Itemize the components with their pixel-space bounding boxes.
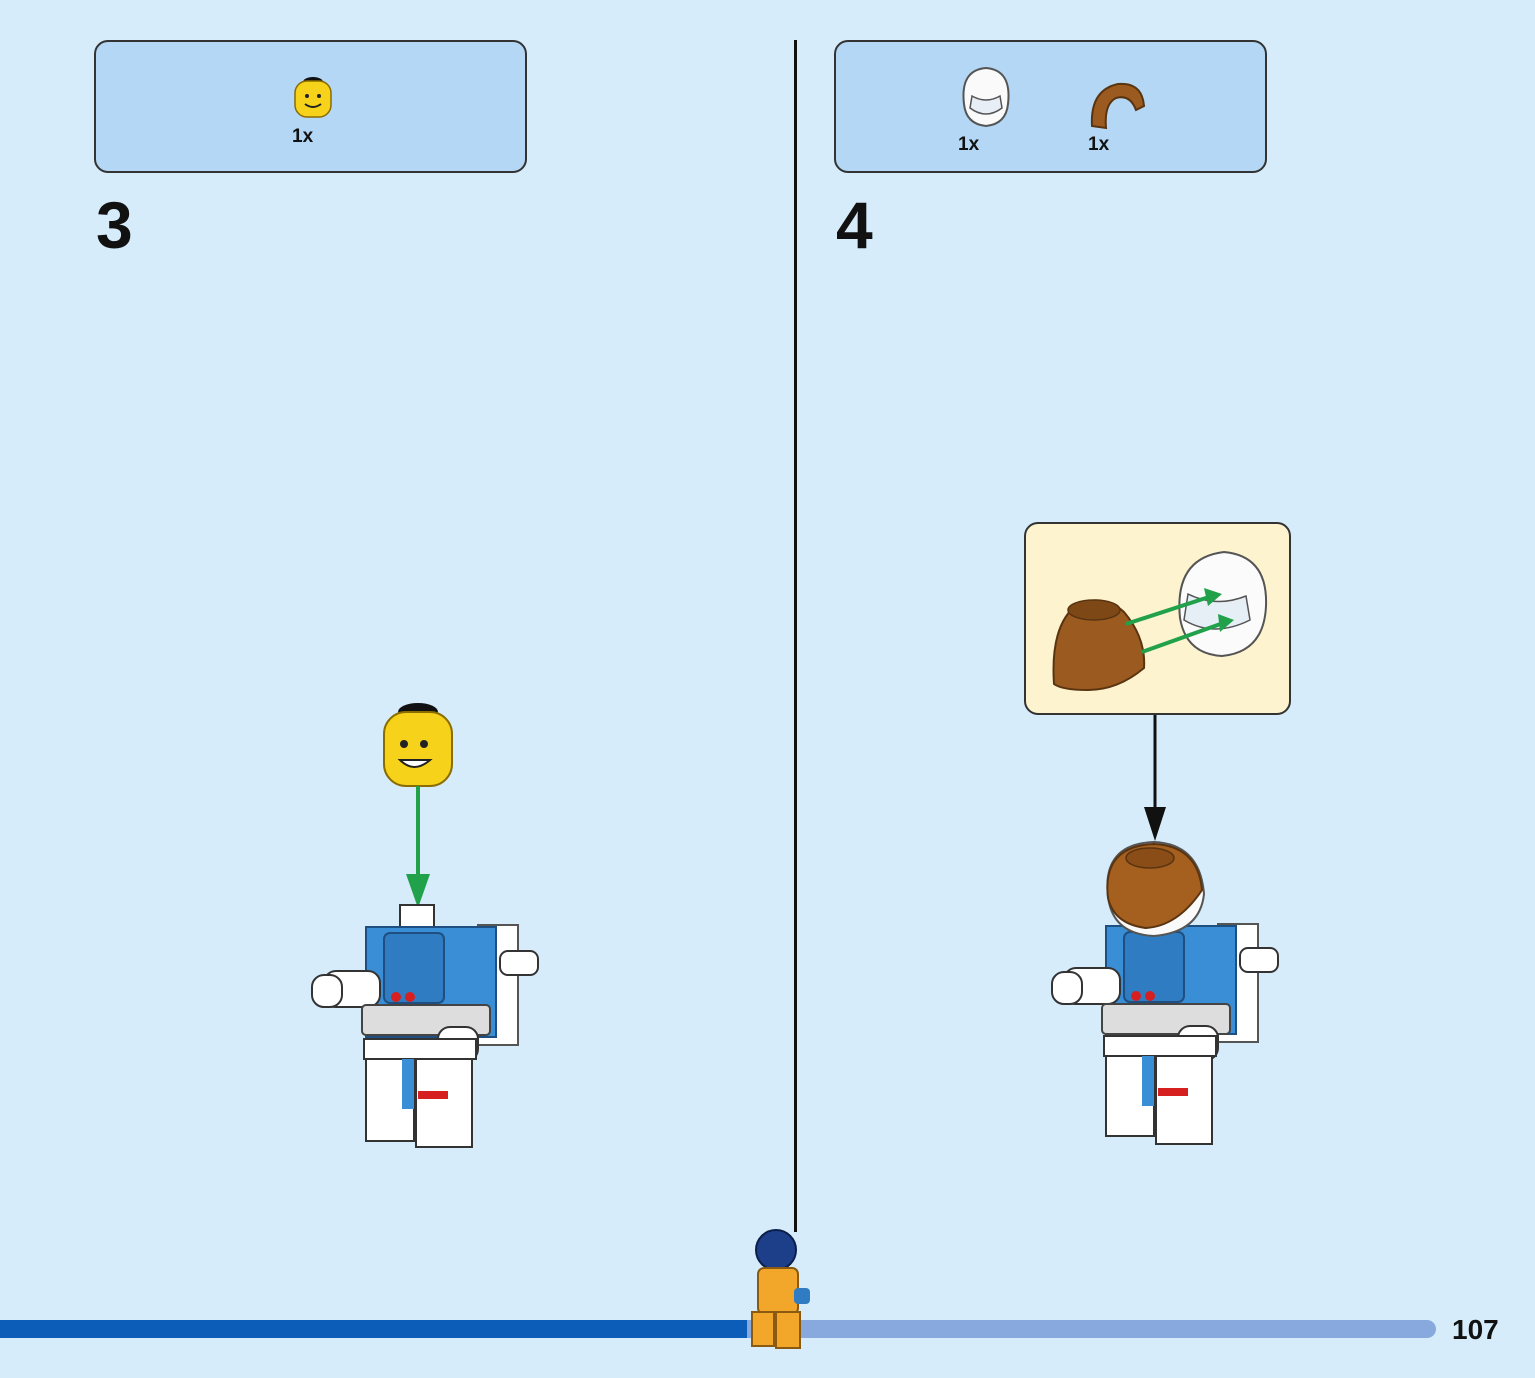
astronaut-torso-figure bbox=[311, 904, 539, 1148]
page-progress-fill bbox=[0, 1320, 747, 1338]
step-number: 4 bbox=[836, 188, 873, 262]
step-divider bbox=[794, 40, 797, 1232]
part-qty: 1x bbox=[958, 134, 980, 155]
sub-assembly-callout bbox=[1024, 522, 1291, 715]
minifig-head-assembly bbox=[383, 703, 453, 787]
part-qty: 1x bbox=[1088, 134, 1110, 155]
hair-piece-icon bbox=[1090, 82, 1146, 130]
part-qty: 1x bbox=[292, 126, 314, 147]
space-helmet-icon bbox=[962, 66, 1010, 128]
step-number: 3 bbox=[96, 188, 133, 262]
page-progress-bar bbox=[0, 1320, 1436, 1338]
down-arrow-icon bbox=[1144, 715, 1166, 841]
hair-piece-callout-icon bbox=[1052, 599, 1146, 692]
astronaut-with-hair-figure bbox=[1051, 840, 1279, 1145]
page-number: 107 bbox=[1452, 1314, 1499, 1345]
step-3-parts-box: 1x bbox=[94, 40, 527, 173]
step-4-parts-box: 1x 1x bbox=[834, 40, 1267, 173]
astronaut-progress-marker-icon bbox=[751, 1229, 810, 1349]
green-arrow-icon bbox=[406, 786, 430, 908]
minifig-head-icon bbox=[294, 77, 332, 118]
green-arrow-icon bbox=[1125, 588, 1234, 654]
